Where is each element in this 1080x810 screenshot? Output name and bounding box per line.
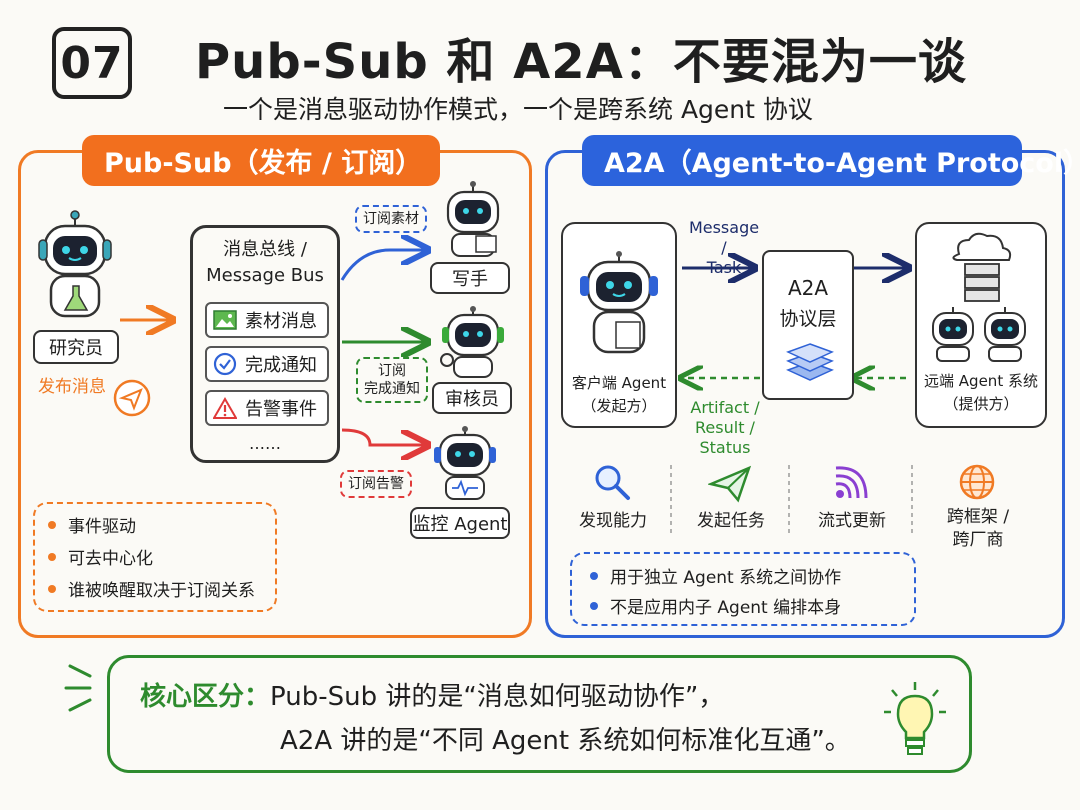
paper-plane-icon [708,465,752,503]
bus-title-line1: 消息总线 / [223,239,307,260]
bus-item-done: 完成通知 [205,346,329,382]
bus-title-line2: Message Bus [206,265,324,286]
writer-robot-icon [446,181,500,257]
subscribe-arrow-writer [340,250,425,281]
feature-initiate-task: 发起任务 [697,511,765,531]
pubsub-bullet: 谁被唤醒取决于订阅关系 [48,576,255,601]
message-bus: 消息总线 / Message Bus 素材消息 完成通知 告警事件 …… [190,225,340,463]
remote-agent-label: 远端 Agent 系统 （提供方） [924,372,1038,413]
subscribe-tag-alert: 订阅告警 [340,470,412,499]
core-distinction-box [107,655,972,773]
publish-message-text: 发布消息 [38,377,106,397]
page-subtitle: 一个是消息驱动协作模式，一个是跨系统 Agent 协议 [223,95,813,124]
a2a-bullet: 不是应用内子 Agent 编排本身 [590,593,841,618]
a2a-panel-title: A2A（Agent-to-Agent Protocol） [582,135,1080,186]
feature-streaming: 流式更新 [818,511,886,531]
pubsub-panel-title: Pub-Sub（发布 / 订阅） [82,135,440,186]
subscribe-tag-done: 订阅 完成通知 [356,357,428,404]
emphasis-marks-icon [64,664,92,712]
bus-more: …… [249,434,281,453]
a2a-protocol-layer: A2A 协议层 [762,250,854,400]
feature-discover: 发现能力 [579,511,647,531]
remote-robots-icon [932,307,1026,362]
bus-item-material: 素材消息 [205,302,329,338]
pubsub-bullets-box [33,502,277,612]
core-line-1: 核心区分：Pub-Sub 讲的是“消息如何驱动协作”， [140,682,725,712]
client-robot-icon [580,251,658,354]
magnifier-icon [595,465,630,500]
paper-plane-icon [113,379,151,417]
monitor-agent-label: 监控 Agent [410,507,510,539]
globe-icon [959,464,995,500]
pubsub-bullet: 可去中心化 [48,544,153,569]
reviewer-robot-icon [440,306,504,378]
pubsub-bullet: 事件驱动 [48,512,136,537]
researcher-label: 研究员 [33,330,119,364]
feature-cross-vendor: 跨框架 / 跨厂商 [946,507,1010,550]
writer-label: 写手 [430,262,510,294]
stream-icon [835,466,868,499]
cloud-server-icon [952,232,1012,302]
reviewer-label: 审核员 [432,382,512,414]
layers-icon [786,343,834,381]
researcher-robot-icon [38,210,112,318]
subscribe-tag-material: 订阅素材 [355,205,427,234]
lightbulb-icon [884,682,946,755]
subscribe-arrow-monitor [341,428,425,445]
response-label: Artifact / Result / Status [690,398,760,457]
a2a-bullet: 用于独立 Agent 系统之间协作 [590,563,841,588]
monitor-robot-icon [434,426,496,500]
check-circle-icon [213,352,237,376]
warning-icon [213,397,237,419]
core-line-2: A2A 讲的是“不同 Agent 系统如何标准化互通”。 [280,726,851,756]
a2a-bullets-box [570,552,916,626]
client-agent-label: 客户端 Agent （发起方） [571,374,667,415]
section-number-badge: 07 [52,27,132,99]
bus-item-alert: 告警事件 [205,390,329,426]
image-icon [213,310,237,330]
page-title: Pub-Sub 和 A2A：不要混为一谈 [195,34,967,90]
request-label: Message / Task [688,218,760,277]
